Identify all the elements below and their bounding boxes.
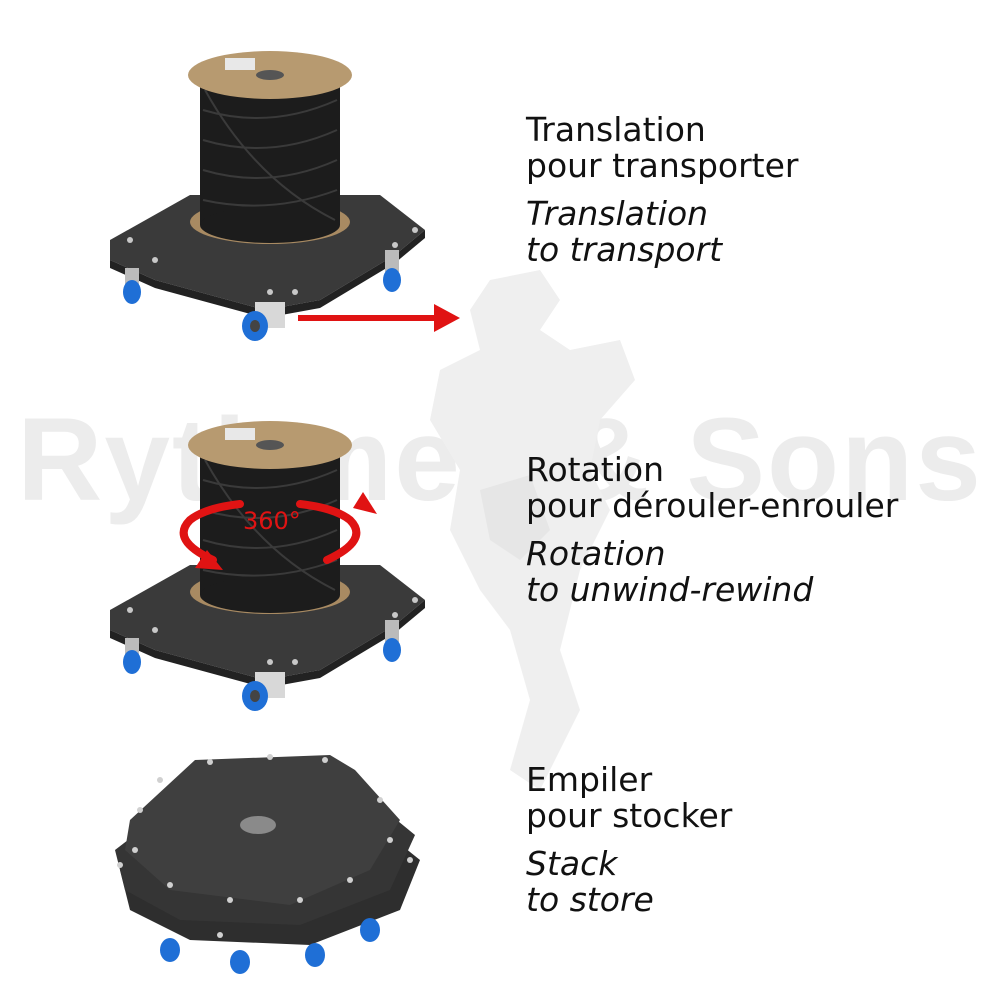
translation-arrow-icon <box>298 304 460 332</box>
caption-line: Rotation <box>526 450 665 489</box>
rotation-arrows-icon <box>179 500 361 564</box>
english-caption: Rotation to unwind-rewind <box>526 536 898 608</box>
english-caption: Stack to store <box>526 846 732 918</box>
dolly-spool-rotation-illustration <box>110 421 425 711</box>
watermark-knight-figure <box>430 270 635 790</box>
caption-line: pour dérouler-enrouler <box>526 486 899 525</box>
caption-line: pour stocker <box>526 796 733 835</box>
caption-line: to unwind-rewind <box>526 570 814 609</box>
french-caption: Translation pour transporter <box>526 112 798 184</box>
caption-line: Empiler <box>526 760 653 799</box>
caption-line: Stack <box>526 844 618 883</box>
stack-text-block: Empiler pour stocker Stack to store <box>526 762 732 918</box>
rotation-degree-label: 360° <box>243 507 301 535</box>
french-caption: Rotation pour dérouler-enrouler <box>526 452 898 524</box>
caption-line: Translation <box>526 110 706 149</box>
rotation-text-block: Rotation pour dérouler-enrouler Rotation… <box>526 452 898 608</box>
caption-line: pour transporter <box>526 146 799 185</box>
caption-line: to store <box>526 880 654 919</box>
stacked-dollies-illustration <box>115 754 420 974</box>
english-caption: Translation to transport <box>526 196 798 268</box>
caption-line: Translation <box>526 194 709 233</box>
dolly-spool-translation-illustration <box>110 51 425 341</box>
caption-line: to transport <box>526 230 723 269</box>
french-caption: Empiler pour stocker <box>526 762 732 834</box>
caption-line: Rotation <box>526 534 666 573</box>
translation-text-block: Translation pour transporter Translation… <box>526 112 798 268</box>
